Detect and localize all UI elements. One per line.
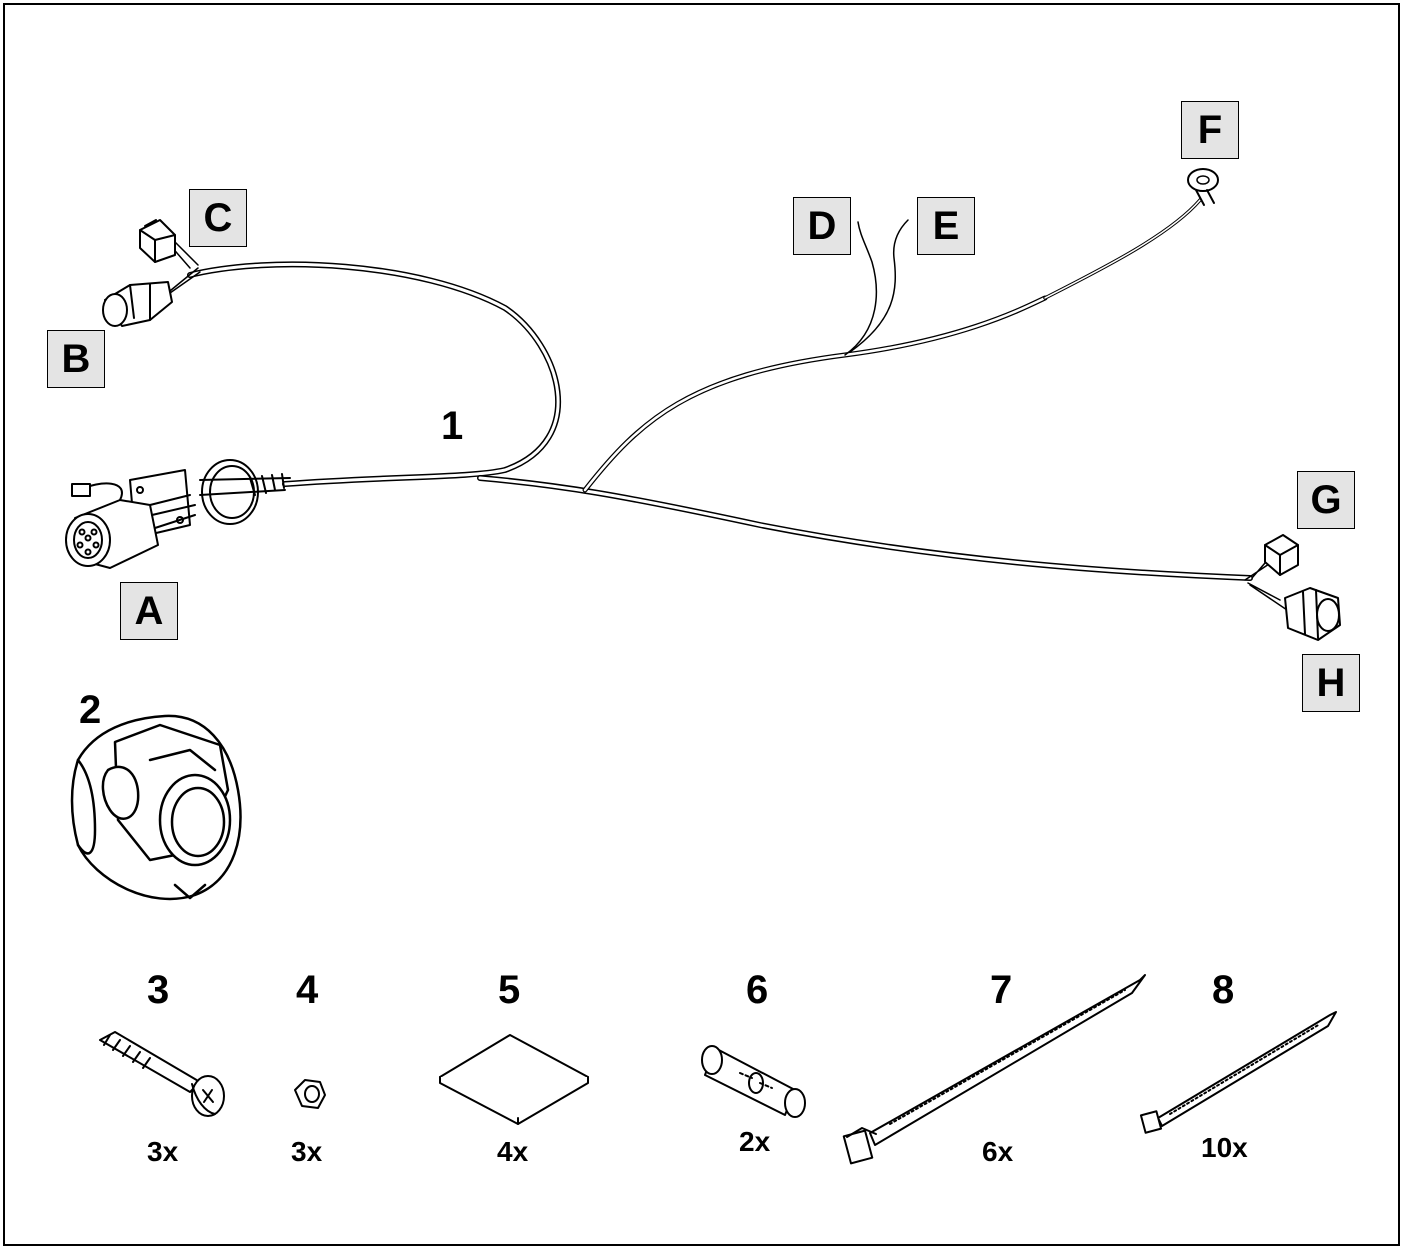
part-number-large-cable-tie: 7	[990, 968, 1013, 1012]
part-number-pad: 5	[498, 968, 521, 1012]
connector-label-g: G	[1297, 471, 1355, 529]
part-number-butt-connector: 6	[746, 968, 769, 1012]
socket-icon	[70, 714, 242, 901]
part-number-screw: 3	[147, 968, 170, 1012]
adhesive-pad-icon	[439, 1034, 589, 1125]
part-number-nut: 4	[296, 968, 319, 1012]
connector-c-icon	[139, 219, 176, 263]
connector-b-icon	[102, 281, 173, 327]
part-number-socket: 2	[79, 688, 102, 732]
screw-icon	[99, 1031, 225, 1117]
qty-screw: 3x	[147, 1136, 179, 1167]
part-number-harness: 1	[441, 404, 464, 448]
part-number-small-cable-tie: 8	[1212, 968, 1235, 1012]
connector-h-icon	[1284, 587, 1341, 641]
qty-pad: 4x	[497, 1136, 529, 1167]
connector-label-e: E	[917, 197, 975, 255]
qty-butt-connector: 2x	[739, 1126, 771, 1157]
connector-label-f: F	[1181, 101, 1239, 159]
connector-label-h: H	[1302, 654, 1360, 712]
connector-label-a: A	[120, 582, 178, 640]
butt-connector-icon	[701, 1045, 806, 1118]
plug-a-icon	[65, 459, 291, 569]
connector-label-b: B	[47, 330, 105, 388]
connector-label-d: D	[793, 197, 851, 255]
ring-terminal-icon	[1187, 168, 1219, 206]
qty-small-cable-tie: 10x	[1201, 1132, 1248, 1163]
diagram-frame	[3, 3, 1400, 1246]
large-cable-tie-icon	[842, 974, 1146, 1165]
small-cable-tie-icon	[1139, 1011, 1337, 1134]
nut-icon	[294, 1079, 326, 1109]
qty-nut: 3x	[291, 1136, 323, 1167]
wiring-harness	[159, 198, 1291, 613]
qty-large-cable-tie: 6x	[982, 1136, 1014, 1167]
connector-label-c: C	[189, 189, 247, 247]
connector-g-icon	[1264, 534, 1299, 576]
